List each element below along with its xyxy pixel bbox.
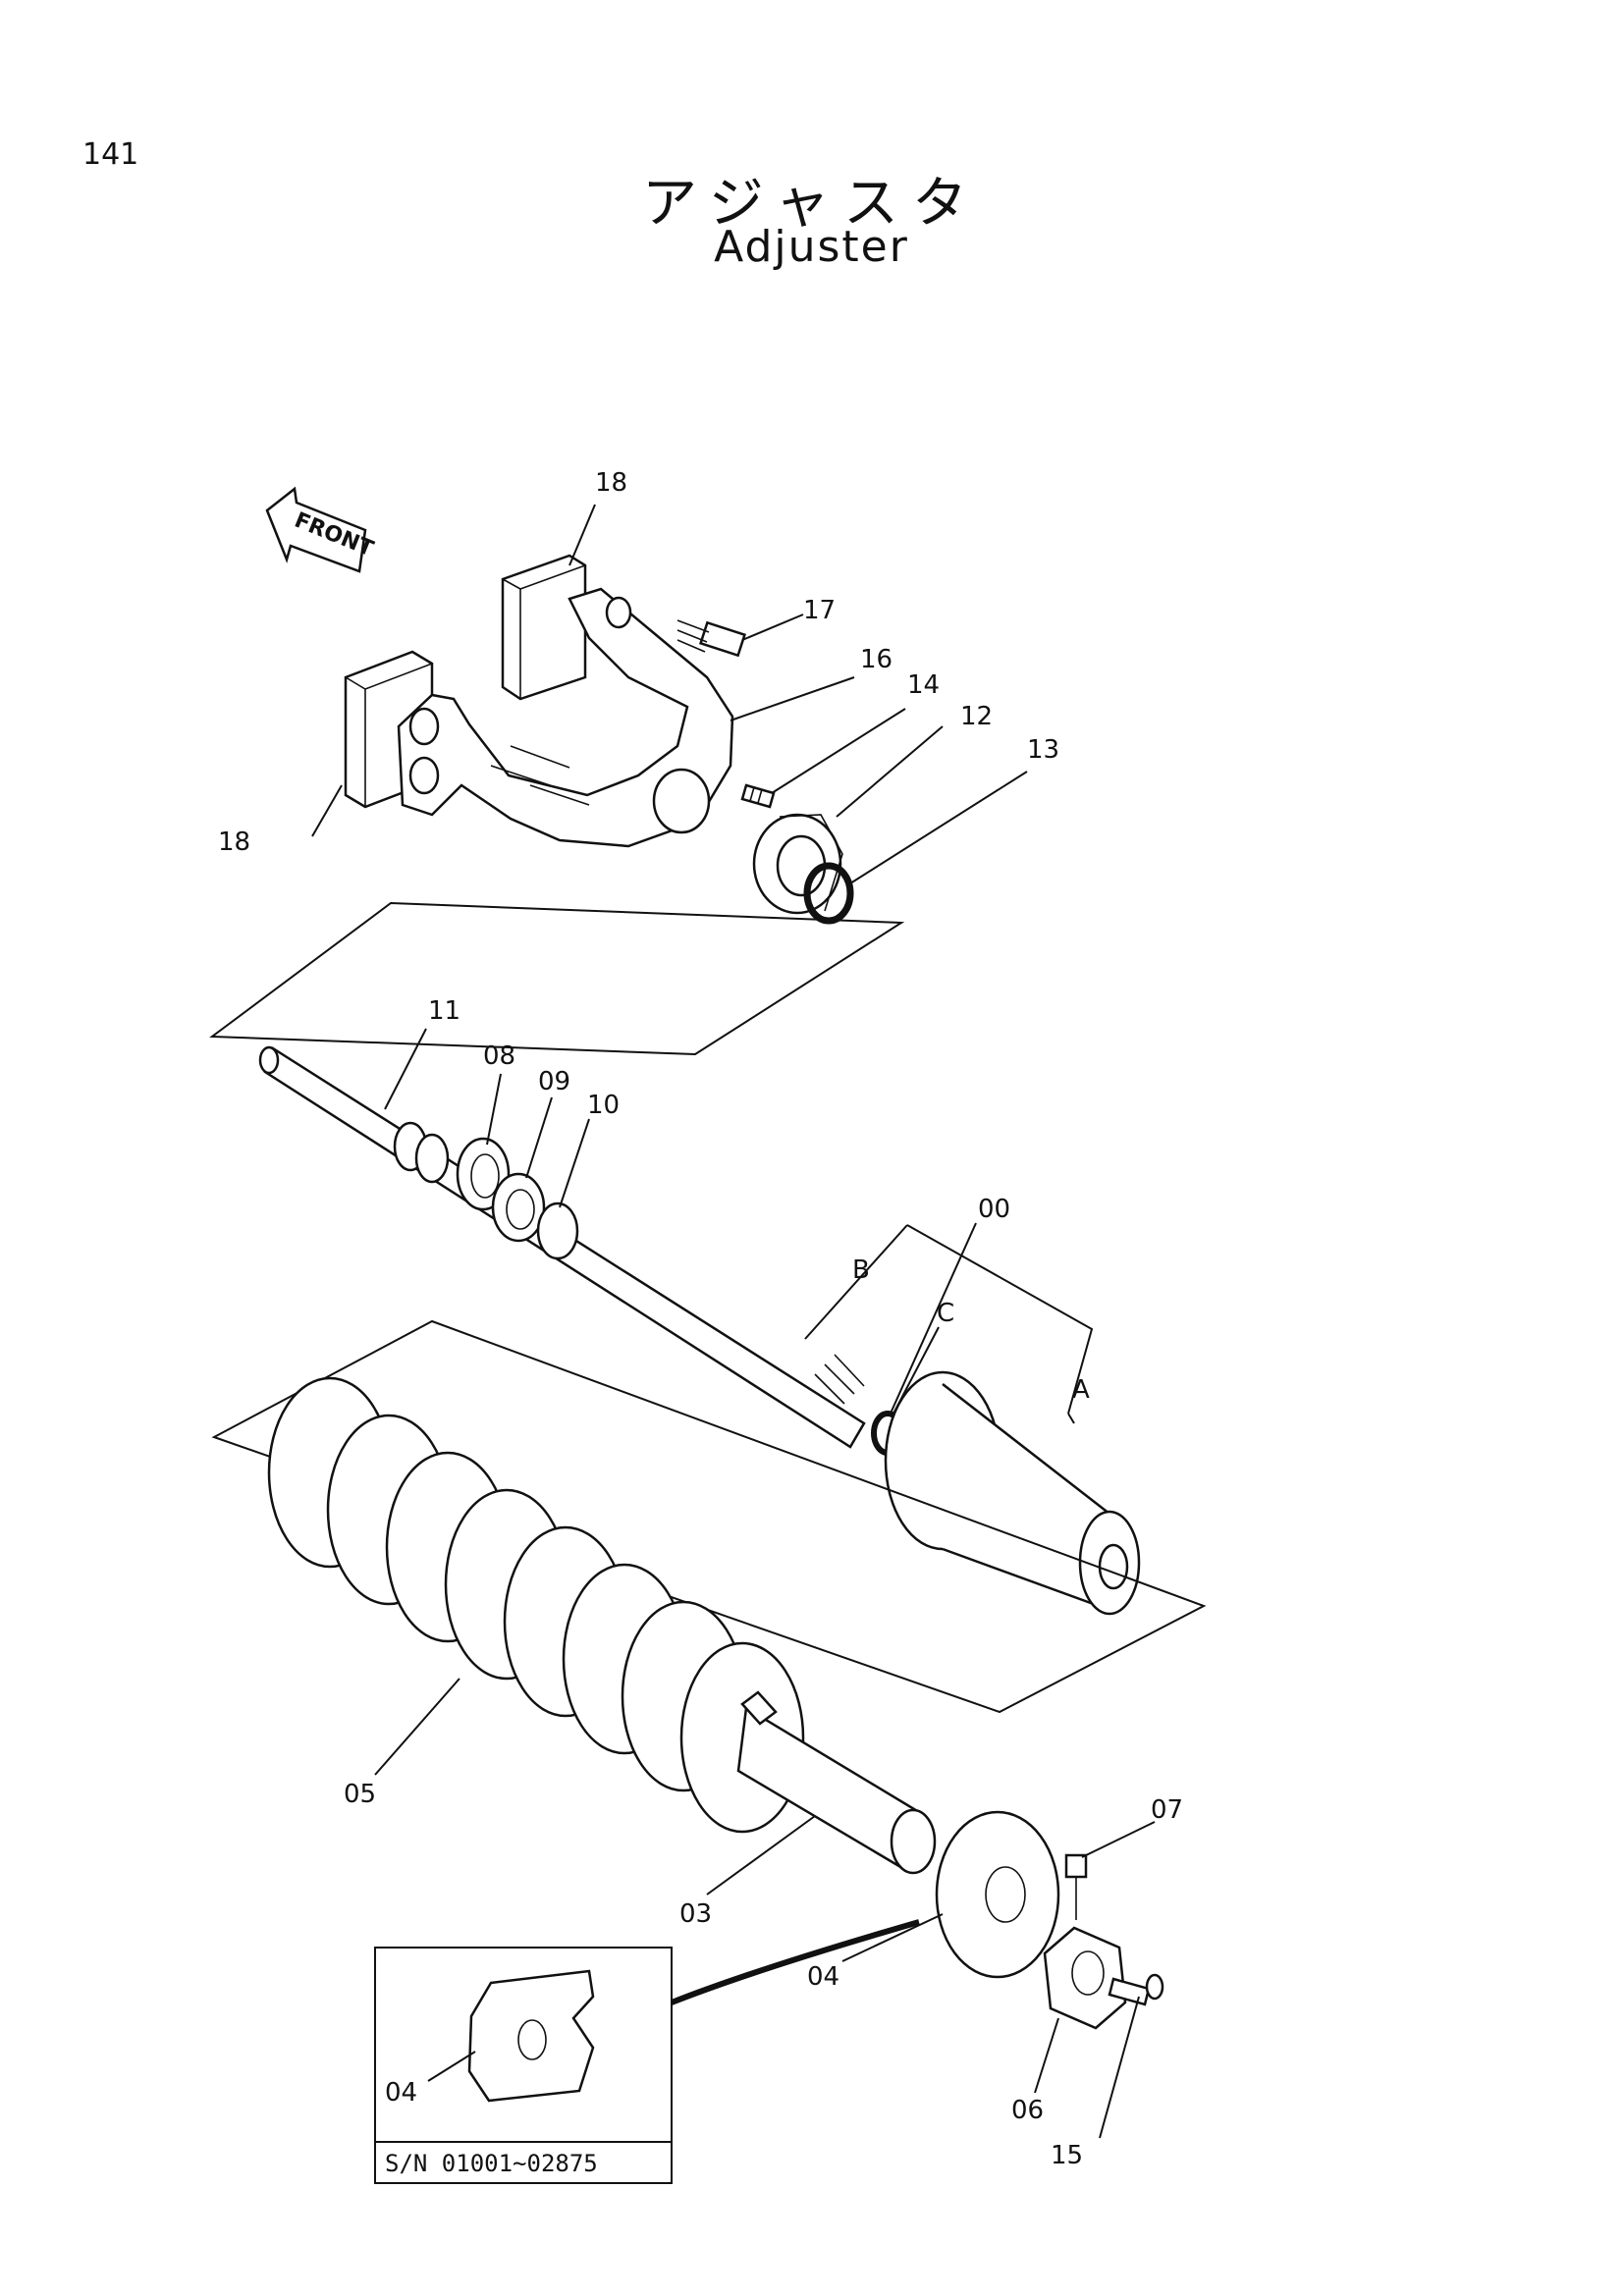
nut-06 xyxy=(1043,1926,1127,2030)
callout-10: 10 xyxy=(587,1091,620,1120)
ring-10 xyxy=(536,1201,579,1260)
reference-box-upper xyxy=(209,901,905,1056)
callout-09: 09 xyxy=(538,1067,570,1096)
callout-a: A xyxy=(1072,1375,1090,1405)
inset-box xyxy=(374,1919,920,2184)
inset-serial-range: S/N 01001~02875 xyxy=(385,2150,598,2177)
bolt-17 xyxy=(676,619,746,658)
page-title: Adjuster xyxy=(714,222,909,272)
callout-c: C xyxy=(937,1299,954,1328)
callout-12: 12 xyxy=(960,702,993,731)
callout-08: 08 xyxy=(483,1041,515,1071)
fitting-07 xyxy=(1064,1853,1088,1920)
callout-04: 04 xyxy=(807,1962,839,1992)
callout-13: 13 xyxy=(1027,735,1059,765)
ring-09 xyxy=(491,1172,546,1243)
callout-18-top: 18 xyxy=(595,468,627,498)
callout-04-inset: 04 xyxy=(385,2078,417,2108)
callout-06: 06 xyxy=(1011,2096,1044,2125)
cylinder-a xyxy=(884,1370,1141,1616)
fitting-14 xyxy=(740,783,776,809)
callout-05: 05 xyxy=(344,1780,376,1809)
page-title-japanese: アジャスタ xyxy=(642,172,981,236)
callout-16: 16 xyxy=(860,645,893,674)
reference-box-spring xyxy=(211,1319,1207,1714)
callout-14: 14 xyxy=(907,670,940,700)
callout-11: 11 xyxy=(428,996,460,1026)
front-arrow-icon: FRONT xyxy=(265,486,377,573)
callout-07: 07 xyxy=(1151,1795,1183,1825)
page-number: 141 xyxy=(82,137,139,172)
leader-a-bracket xyxy=(906,1224,1094,1415)
callout-17: 17 xyxy=(803,596,836,625)
callout-15: 15 xyxy=(1051,2141,1083,2170)
callout-18-left: 18 xyxy=(218,828,250,857)
leader-lines xyxy=(311,504,1156,2139)
spring-05 xyxy=(267,1376,937,1875)
callout-00: 00 xyxy=(978,1195,1010,1224)
leader-b-bracket xyxy=(804,1224,908,1340)
bracket-16 xyxy=(344,554,734,848)
callout-b: B xyxy=(852,1255,870,1285)
callout-03: 03 xyxy=(679,1899,712,1929)
washer-04 xyxy=(935,1810,1060,1979)
